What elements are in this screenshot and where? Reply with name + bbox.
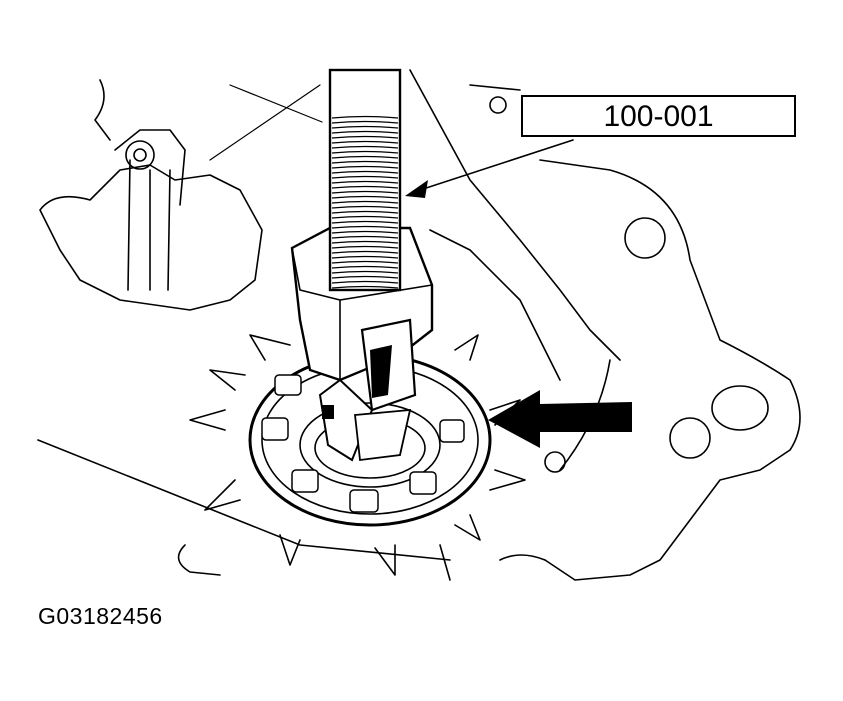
thread-line	[331, 140, 399, 144]
thread-line	[331, 185, 399, 189]
thread-line	[331, 135, 399, 139]
thread-line	[331, 160, 399, 164]
thread-line	[331, 120, 399, 124]
thread-line	[331, 195, 399, 199]
thread-line	[331, 230, 399, 234]
thread-line	[331, 240, 399, 244]
thread-line	[331, 205, 399, 209]
thread-line	[331, 200, 399, 204]
part-number-callout: 100-001	[521, 95, 796, 137]
thread-line	[331, 145, 399, 149]
thread-line	[331, 265, 399, 269]
thread-line	[331, 270, 399, 274]
thread-line	[331, 255, 399, 259]
direction-arrow	[488, 390, 632, 448]
thread-line	[331, 190, 399, 194]
thread-line	[331, 165, 399, 169]
figure-id: G03182456	[38, 603, 163, 629]
thread-line	[331, 180, 399, 184]
thread-line	[331, 130, 399, 134]
thread-line	[331, 115, 399, 119]
thread-line	[331, 155, 399, 159]
thread-line	[331, 260, 399, 264]
part-number-label: 100-001	[603, 100, 714, 133]
thread-line	[331, 235, 399, 239]
thread-line	[331, 125, 399, 129]
thread-line	[331, 215, 399, 219]
thread-line	[331, 285, 399, 289]
gear-teeth	[189, 334, 526, 576]
thread-line	[331, 150, 399, 154]
thread-line	[331, 250, 399, 254]
thread-line	[331, 280, 399, 284]
thread-line	[331, 175, 399, 179]
thread-line	[331, 220, 399, 224]
thread-line	[331, 225, 399, 229]
threaded-rod	[328, 68, 402, 292]
thread-line	[331, 275, 399, 279]
thread-line	[331, 170, 399, 174]
thread-line	[331, 245, 399, 249]
thread-line	[331, 210, 399, 214]
callout-leader	[405, 139, 574, 198]
